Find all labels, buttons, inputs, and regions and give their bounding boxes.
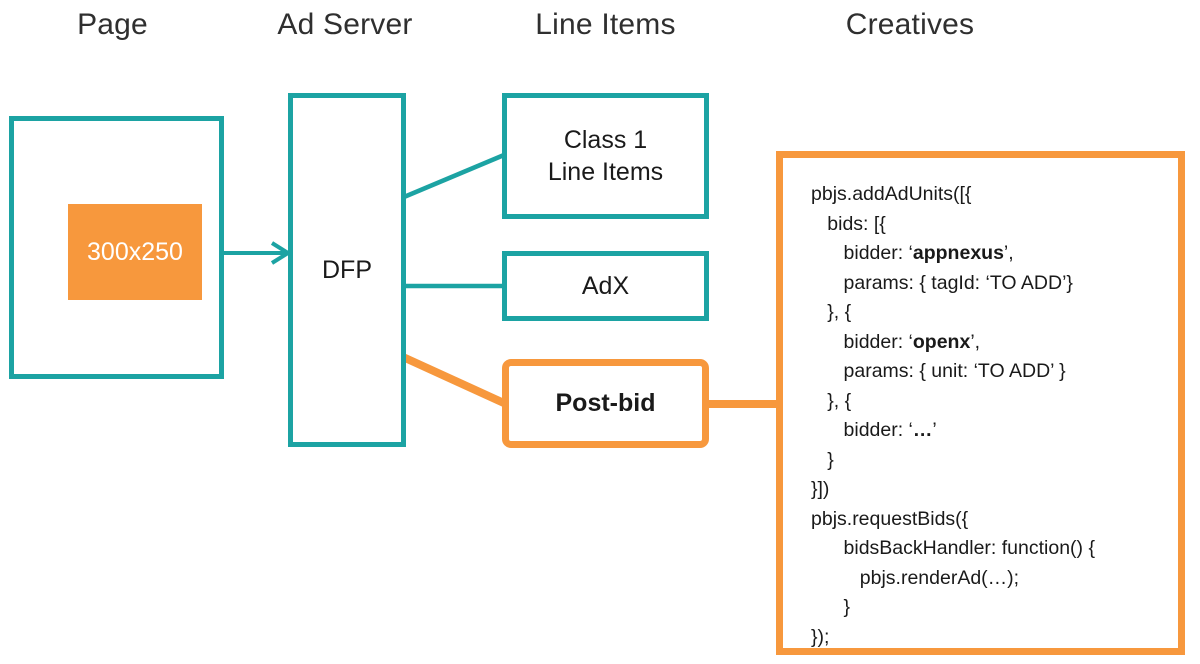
column-heading-ad-server: Ad Server: [277, 8, 413, 41]
column-heading-creatives: Creatives: [845, 8, 975, 41]
code-line: bidder: ‘…’: [843, 419, 937, 441]
code-line: });: [811, 625, 830, 648]
post-bid-box: Post-bid: [502, 359, 709, 448]
dfp-box: DFP: [288, 93, 406, 447]
code-line: bidder: ‘openx’,: [843, 330, 981, 353]
code-line: }: [843, 596, 851, 618]
code-line: bidder: ‘appnexus’,: [843, 242, 1014, 264]
dfp-label: DFP: [322, 255, 372, 284]
column-heading-page: Page: [77, 8, 148, 41]
creative-slot-300x250: 300x250: [68, 204, 202, 300]
connector-dfp-to-postbid: [401, 353, 508, 408]
code-line: }, {: [827, 389, 852, 412]
class1-label: Class 1 Line Items: [548, 124, 663, 189]
column-heading-line-items: Line Items: [535, 8, 676, 41]
code-block: pbjs.addAdUnits([{ bids: [{ bidder: ‘app…: [811, 180, 1164, 652]
code-line: bids: [{: [827, 212, 886, 235]
code-line: }: [827, 448, 834, 471]
adx-box: AdX: [502, 251, 709, 321]
adx-label: AdX: [581, 271, 630, 300]
connector-dfp-to-class1: [403, 152, 505, 200]
class1-line-items-box: Class 1 Line Items: [502, 93, 709, 219]
code-line: bidsBackHandler: function() {: [843, 537, 1095, 559]
class1-label-line1: Class 1: [563, 125, 648, 154]
post-bid-label: Post-bid: [555, 389, 656, 418]
creatives-code-panel: pbjs.addAdUnits([{ bids: [{ bidder: ‘app…: [776, 151, 1185, 655]
code-line: pbjs.renderAd(…);: [859, 566, 1020, 589]
creative-slot-label: 300x250: [87, 237, 183, 266]
code-line: params: { unit: ‘TO ADD’ }: [843, 360, 1066, 382]
code-line: params: { tagId: ‘TO ADD’}: [843, 271, 1073, 294]
code-line: }]): [811, 478, 830, 500]
code-line: pbjs.addAdUnits([{: [811, 183, 972, 205]
code-line: }, {: [827, 301, 852, 323]
code-line: pbjs.requestBids({: [811, 507, 969, 530]
class1-label-line2: Line Items: [547, 158, 664, 186]
